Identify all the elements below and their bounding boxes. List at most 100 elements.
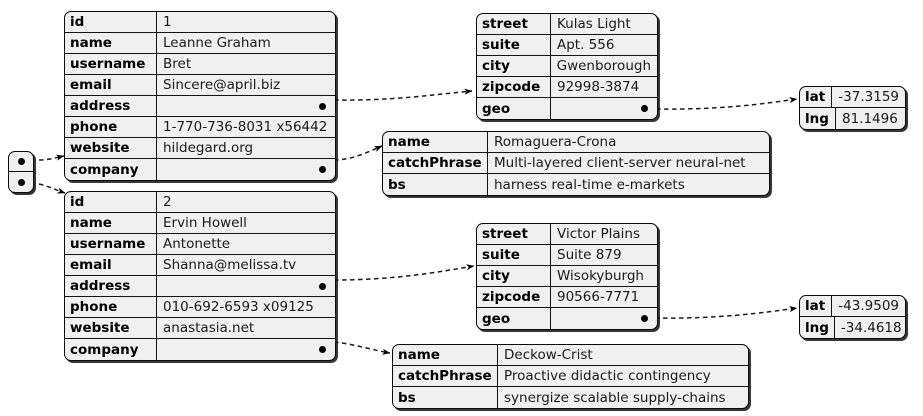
root-slot-0[interactable]: [9, 152, 33, 172]
field-value: synergize scalable supply-chains: [504, 389, 726, 406]
field-reference[interactable]: [157, 339, 335, 360]
field-reference[interactable]: [157, 96, 335, 116]
field-value: Deckow-Crist: [504, 347, 593, 363]
field-value: Ervin Howell: [163, 215, 247, 231]
edge-root-to-user2: [38, 183, 66, 194]
field-value: anastasia.net: [163, 320, 255, 336]
field-key: company: [65, 339, 157, 360]
field-value: Leanne Graham: [163, 35, 271, 51]
field-value: Antonette: [163, 236, 231, 252]
field-value: -43.9509: [838, 298, 899, 314]
field-key: lat: [800, 296, 833, 316]
field-value: 92998-3874: [557, 79, 640, 95]
field-key: username: [65, 234, 157, 254]
field-row: address: [65, 276, 335, 297]
field-key: lng: [800, 317, 835, 338]
field-key: suite: [477, 245, 551, 265]
edge-user2-address: [333, 264, 475, 281]
field-key: address: [65, 96, 157, 116]
edge-address1-geo: [655, 97, 798, 110]
field-key: city: [477, 56, 551, 76]
field-key: street: [477, 224, 551, 244]
field-row: street Victor Plains: [477, 224, 657, 245]
field-key: id: [65, 192, 157, 212]
field-row: id 1: [65, 12, 335, 33]
field-key: username: [65, 54, 157, 74]
field-value: -37.3159: [838, 89, 899, 105]
field-value: -34.4618: [840, 319, 902, 336]
field-key: website: [65, 138, 157, 158]
field-value: Kulas Light: [557, 16, 631, 32]
field-key: zipcode: [477, 77, 551, 97]
field-reference[interactable]: [551, 308, 657, 329]
field-row: zipcode 92998-3874: [477, 77, 657, 98]
field-reference[interactable]: [157, 159, 335, 180]
field-reference[interactable]: [157, 276, 335, 296]
field-key: id: [65, 12, 157, 32]
field-key: name: [65, 33, 157, 53]
reference-dot-icon: [641, 315, 648, 322]
field-row: address: [65, 96, 335, 117]
field-value: Suite 879: [557, 247, 622, 263]
reference-dot-icon: [319, 346, 326, 353]
field-row: street Kulas Light: [477, 14, 657, 35]
reference-dot-icon: [17, 178, 25, 186]
field-key: street: [477, 14, 551, 34]
field-row: name Leanne Graham: [65, 33, 335, 54]
edge-address2-geo: [654, 306, 798, 319]
field-value: 2: [163, 194, 172, 210]
reference-dot-icon: [319, 282, 326, 290]
field-row: lat -43.9509: [800, 296, 905, 317]
field-key: geo: [477, 98, 551, 119]
field-key: phone: [65, 297, 157, 317]
root-array-node[interactable]: [8, 151, 34, 193]
field-key: name: [383, 132, 488, 152]
field-value: 1-770-736-8031 x56442: [163, 119, 328, 135]
field-key: bs: [383, 174, 488, 195]
field-key: phone: [65, 117, 157, 137]
field-row: name Romaguera-Crona: [383, 132, 769, 153]
field-row: website hildegard.org: [65, 138, 335, 159]
reference-dot-icon: [17, 158, 25, 165]
field-key: address: [65, 276, 157, 296]
field-value: 1: [163, 14, 172, 30]
field-key: email: [65, 75, 157, 95]
field-key: email: [65, 255, 157, 275]
field-value: Shanna@melissa.tv: [163, 257, 297, 273]
field-value: hildegard.org: [163, 140, 254, 156]
field-row: username Antonette: [65, 234, 335, 255]
field-key: catchPhrase: [383, 153, 488, 173]
field-key: suite: [477, 35, 551, 55]
field-row: id 2: [65, 192, 335, 213]
root-slot-1[interactable]: [9, 172, 33, 192]
field-value: Romaguera-Crona: [494, 134, 617, 150]
field-key: zipcode: [477, 287, 551, 307]
edge-user1-address: [333, 88, 473, 101]
field-key: lat: [800, 87, 833, 107]
field-row: suite Suite 879: [477, 245, 657, 266]
field-row: company: [65, 339, 335, 360]
field-row: geo: [477, 308, 657, 329]
field-reference[interactable]: [551, 98, 657, 119]
field-row: phone 1-770-736-8031 x56442: [65, 117, 335, 138]
field-row: lng -34.4618: [800, 317, 905, 338]
field-value: Victor Plains: [557, 226, 641, 242]
field-value: Wisokyburgh: [557, 268, 644, 284]
